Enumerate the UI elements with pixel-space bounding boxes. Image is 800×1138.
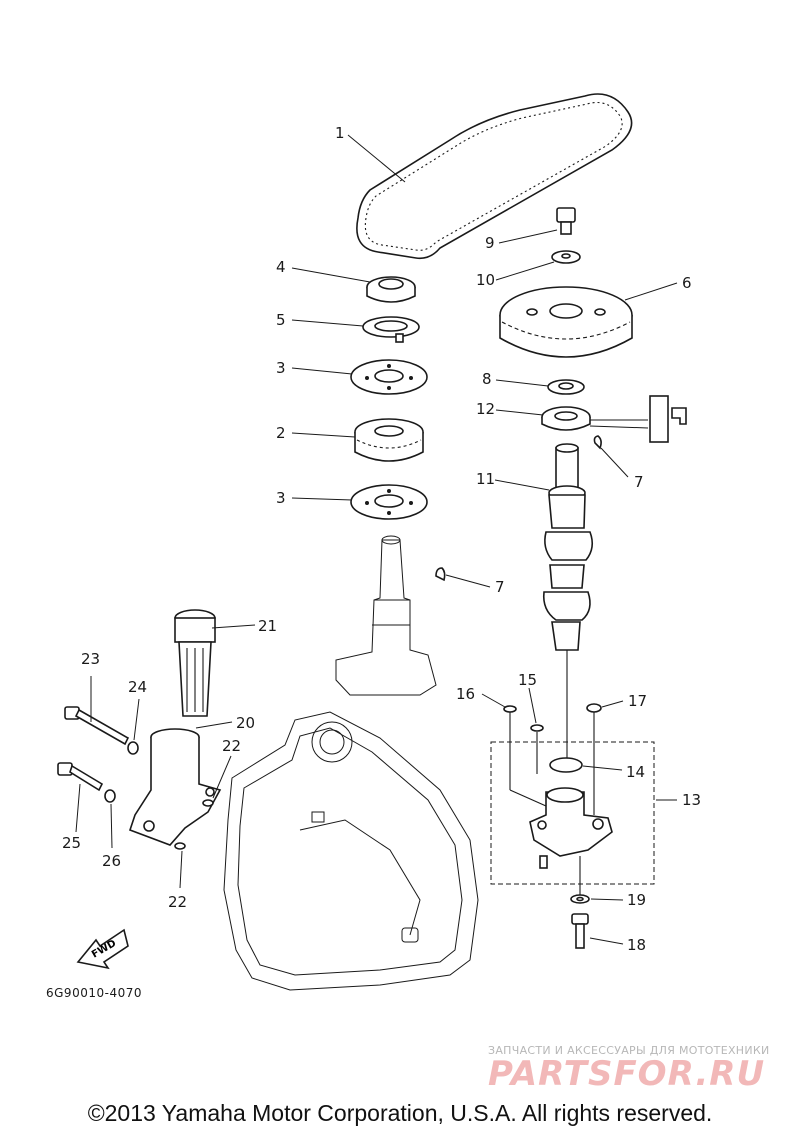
oil-pump-assembly [490, 712, 655, 896]
leader-lines [75, 134, 678, 945]
plain-washer [547, 379, 585, 395]
callout-8: 8 [482, 370, 492, 388]
callout-3-upper: 3 [276, 359, 286, 377]
callout-15: 15 [518, 671, 537, 689]
callout-22-lower: 22 [168, 893, 187, 911]
callout-21: 21 [258, 617, 277, 635]
engine-housing [223, 711, 479, 991]
woodruff-key-crank [435, 567, 446, 582]
callout-22-upper: 22 [222, 737, 241, 755]
callout-23: 23 [81, 650, 100, 668]
callout-6: 6 [682, 274, 692, 292]
washer-19 [570, 894, 590, 904]
callout-7-crank: 7 [495, 578, 505, 596]
oil-filter-element [174, 609, 216, 717]
callout-19: 19 [627, 891, 646, 909]
camshaft [542, 443, 594, 760]
callout-13: 13 [682, 791, 701, 809]
callout-25: 25 [62, 834, 81, 852]
oil-seal [541, 406, 591, 431]
filter-housing [128, 728, 222, 846]
callout-5: 5 [276, 311, 286, 329]
callout-4: 4 [276, 258, 286, 276]
lock-washer [362, 316, 420, 343]
timing-belt [356, 93, 633, 260]
callout-2: 2 [276, 424, 286, 442]
washer-26 [104, 789, 116, 803]
callout-labels: 1 4 5 3 2 3 9 10 6 8 12 11 7 7 21 23 24 … [62, 124, 701, 954]
callout-24: 24 [128, 678, 147, 696]
plain-washer-top [551, 250, 581, 264]
callout-20: 20 [236, 714, 255, 732]
o-rings-small [503, 703, 602, 732]
bolt-18 [571, 913, 589, 949]
callout-26: 26 [102, 852, 121, 870]
bolt-23 [64, 706, 130, 746]
bolt-25 [57, 762, 104, 792]
callout-7-cam: 7 [634, 473, 644, 491]
o-rings-22 [174, 799, 214, 850]
callout-9: 9 [485, 234, 495, 252]
guide-plate-lower [350, 484, 428, 520]
copyright-notice: ©2013 Yamaha Motor Corporation, U.S.A. A… [87, 1100, 713, 1126]
driven-pulley [499, 286, 633, 358]
guide-plate-upper [350, 359, 428, 395]
woodruff-key-cam [593, 435, 602, 450]
callout-18: 18 [627, 936, 646, 954]
watermark-logo: PARTSFOR.RU [488, 1054, 766, 1094]
pulley-bolt [556, 207, 576, 235]
fwd-arrow: FWD [76, 928, 129, 970]
crank-pulley-nut [366, 276, 416, 303]
callout-10: 10 [476, 271, 495, 289]
crankshaft [335, 535, 437, 696]
callout-16: 16 [456, 685, 475, 703]
callout-1: 1 [335, 124, 345, 142]
callout-3-lower: 3 [276, 489, 286, 507]
callout-17: 17 [628, 692, 647, 710]
callout-14: 14 [626, 763, 645, 781]
drive-gear [354, 418, 424, 462]
washer-24 [127, 741, 139, 755]
seal-lip-detail [589, 395, 687, 443]
diagram-code: 6G90010-4070 [46, 986, 142, 1000]
watermark-tagline: ЗАПЧАСТИ И АКСЕССУАРЫ ДЛЯ МОТОТЕХНИКИ [488, 1044, 770, 1057]
callout-12: 12 [476, 400, 495, 418]
callout-11: 11 [476, 470, 495, 488]
